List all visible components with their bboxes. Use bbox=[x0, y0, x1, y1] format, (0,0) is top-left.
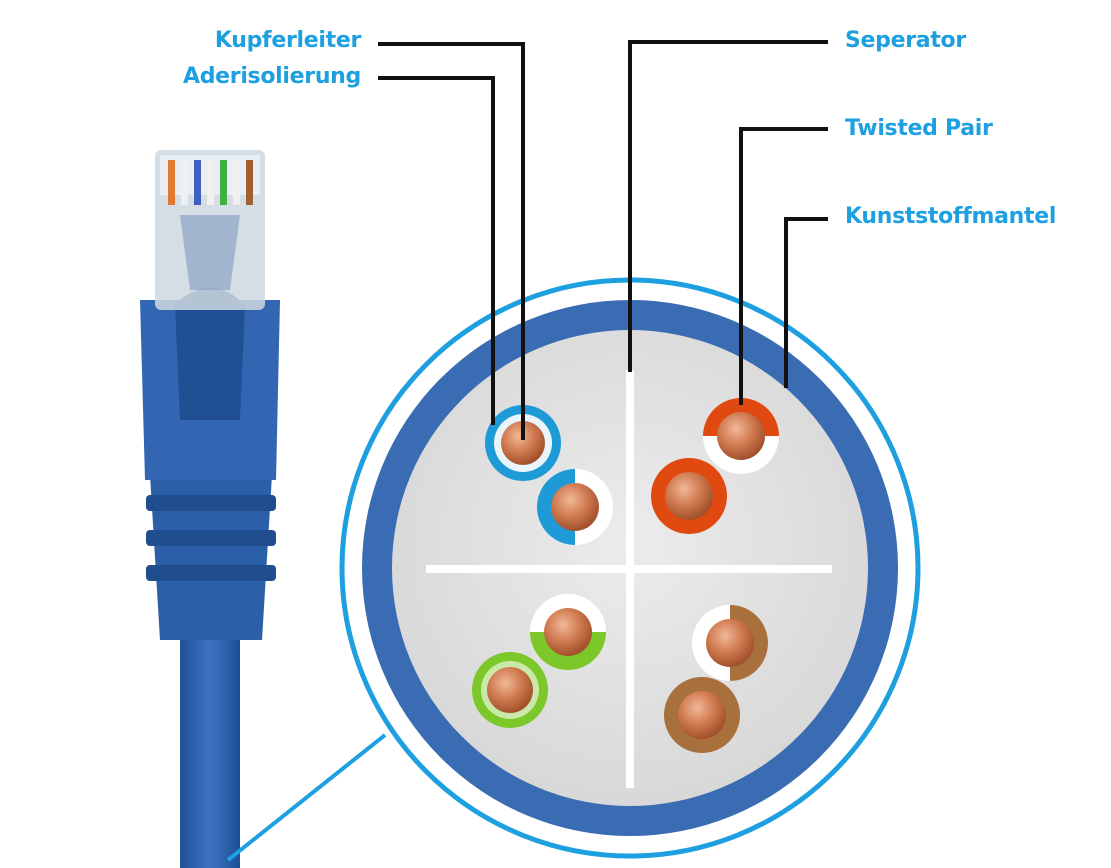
wire-orange bbox=[651, 458, 727, 534]
label-twisted-pair: Twisted Pair bbox=[845, 116, 993, 141]
rj45-connector bbox=[140, 150, 280, 868]
label-seperator: Seperator bbox=[845, 28, 966, 53]
separator-vertical bbox=[626, 370, 634, 788]
leader-kunststoffmantel bbox=[784, 217, 828, 388]
twisted-pairs bbox=[472, 398, 779, 753]
magnifier-line bbox=[226, 733, 387, 862]
leader-lines bbox=[378, 40, 828, 440]
label-kunststoffmantel: Kunststoffmantel bbox=[845, 204, 1057, 229]
cable-body bbox=[180, 640, 240, 868]
leader-kupferleiter bbox=[378, 42, 525, 440]
wire-orange-white bbox=[703, 398, 779, 474]
leader-twisted-pair bbox=[739, 127, 828, 405]
wire-brown-white bbox=[692, 605, 768, 681]
wire-blue bbox=[485, 405, 561, 481]
wire-green-white bbox=[530, 594, 606, 670]
wire-green bbox=[472, 652, 548, 728]
strain-relief-boot bbox=[150, 475, 272, 640]
wire-brown bbox=[664, 677, 740, 753]
wire-blue-white bbox=[537, 469, 613, 545]
label-aderisolierung: Aderisolierung bbox=[182, 64, 361, 89]
leader-aderisolierung bbox=[378, 76, 495, 425]
leader-seperator bbox=[628, 40, 828, 372]
label-kupferleiter: Kupferleiter bbox=[214, 28, 361, 53]
separator-horizontal bbox=[426, 565, 832, 573]
